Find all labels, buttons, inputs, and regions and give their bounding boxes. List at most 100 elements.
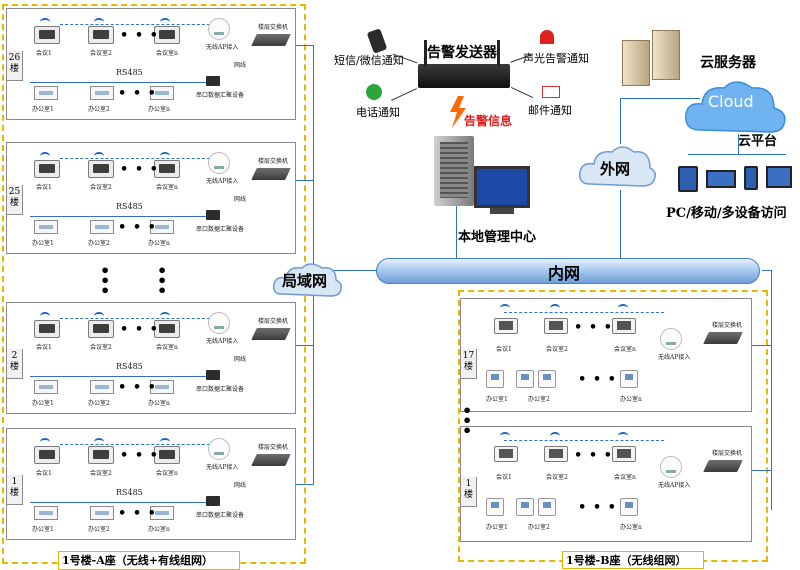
floor-switch-icon — [703, 460, 743, 472]
floor-switch-icon — [251, 328, 291, 340]
office-label: 办公室2 — [88, 106, 110, 113]
wireless-ap-icon — [208, 18, 230, 40]
meeting-room-label: 会议室2 — [90, 344, 112, 351]
link-pipe-to-b — [762, 270, 772, 271]
local-management-label: 本地管理中心 — [458, 230, 537, 245]
office-label: 办公室1 — [486, 524, 508, 531]
meeting-room-label: 会议室2 — [90, 184, 112, 191]
sound-light-label: 声光告警通知 — [523, 52, 589, 65]
more-floors-dots-b: ••• — [462, 401, 473, 440]
building-b-title-box — [562, 551, 704, 569]
net-cable-label: 网线 — [234, 356, 247, 363]
link-extranet-cloud — [620, 98, 621, 144]
office-label: 办公室2 — [88, 526, 110, 533]
floor-switch-label: 楼层交换机 — [258, 444, 289, 451]
thermostat-device — [34, 446, 60, 464]
cloud-platform-icon — [685, 81, 786, 133]
more-floors-dots-1: ••• — [100, 261, 111, 300]
wireless-ap-icon — [208, 312, 230, 334]
meeting-room-label: 会议室2 — [546, 474, 568, 481]
ap-label: 无线AP接入 — [658, 482, 691, 489]
wireless-link-line — [60, 24, 210, 25]
ellipsis-dots: • • • — [120, 448, 159, 463]
wifi-signal-icon — [160, 152, 170, 160]
floor-switch-label: 楼层交换机 — [258, 158, 289, 165]
rs485-bus-line — [30, 82, 210, 83]
floor-2-tab: 2 楼 — [7, 349, 23, 379]
thermostat-device — [154, 160, 180, 178]
thermostat-device — [154, 320, 180, 338]
extranet-cloud-icon — [578, 146, 657, 187]
cloud-server-label: 云服务器 — [700, 55, 756, 71]
wireless-link-line — [504, 312, 664, 313]
collector-label: 串口数据汇聚设备 — [196, 386, 245, 393]
wireless-ap-icon — [660, 456, 682, 478]
thermostat-device — [544, 446, 568, 462]
lan-cloud-icon — [272, 263, 343, 297]
wifi-signal-icon — [500, 432, 510, 440]
office-label: 办公室1 — [32, 106, 54, 113]
thermostat-device — [544, 318, 568, 334]
meeting-room-label: 会议1 — [496, 346, 512, 353]
meeting-room-label: 会议1 — [36, 50, 52, 57]
mobile-phone-icon — [366, 28, 388, 54]
floor-suffix: 楼 — [463, 362, 473, 372]
wifi-signal-icon — [94, 438, 104, 446]
lan-label: 局域网 — [282, 272, 328, 290]
phone-device-icon — [744, 166, 758, 190]
ellipsis-dots: • • • — [118, 380, 157, 395]
tablet-icon — [678, 166, 698, 192]
meeting-room-label: 会议室2 — [90, 470, 112, 477]
thermostat-device — [88, 320, 114, 338]
wifi-signal-icon — [40, 312, 50, 320]
extranet-label: 外网 — [600, 160, 631, 178]
floor-suffix: 楼 — [9, 488, 19, 498]
monitor-icon — [474, 166, 530, 208]
wireless-ap-icon — [660, 328, 682, 350]
net-cable-label: 网线 — [234, 482, 247, 489]
link-floor25 — [296, 180, 314, 181]
wireless-ap-icon — [208, 438, 230, 460]
floor-number: 2 — [11, 351, 18, 361]
wall-socket-device — [516, 370, 534, 388]
laptop-icon — [706, 170, 736, 188]
net-cable-label: 网线 — [234, 62, 247, 69]
link-floor26 — [296, 45, 314, 46]
wifi-signal-icon — [550, 432, 560, 440]
meeting-room-label: 会议1 — [36, 344, 52, 351]
floor-number: 25 — [8, 187, 21, 197]
monitor-stand — [490, 208, 514, 214]
wifi-signal-icon — [94, 312, 104, 320]
ellipsis-dots: • • • — [118, 220, 157, 235]
wall-socket-device — [486, 498, 504, 516]
floor-switch-label: 楼层交换机 — [712, 322, 743, 329]
cloud-server-icon-2 — [652, 30, 680, 80]
ap-label: 无线AP接入 — [206, 464, 239, 471]
cloud-platform-label: 云平台 — [738, 134, 778, 149]
floor-switch-icon — [251, 454, 291, 466]
office-label: 办公室n — [148, 240, 170, 247]
office-label: 办公室1 — [32, 240, 54, 247]
sms-wechat-label: 短信/微信通知 — [334, 54, 404, 67]
wifi-signal-icon — [40, 152, 50, 160]
wall-sensor-panel — [150, 220, 174, 234]
rs485-bus-line — [30, 216, 210, 217]
floor-26-tab: 26 楼 — [7, 51, 23, 81]
floor-b-1-panel: 1 楼 — [460, 426, 752, 542]
ellipsis-dots: • • • — [120, 322, 159, 337]
floor-number: 17 — [462, 351, 475, 361]
building-b-title: 1号楼-B座（无线组网） — [566, 554, 687, 567]
floor-switch-icon — [251, 34, 291, 46]
alarm-siren-icon — [540, 30, 554, 44]
office-label: 办公室1 — [32, 526, 54, 533]
link-floor1 — [296, 484, 314, 485]
arrow-phone — [391, 88, 417, 101]
more-floors-dots-2: ••• — [157, 261, 168, 300]
wireless-ap-icon — [208, 152, 230, 174]
thermostat-device — [88, 160, 114, 178]
thermostat-device — [154, 446, 180, 464]
office-label: 办公室2 — [88, 400, 110, 407]
link-floor2 — [296, 345, 314, 346]
office-label: 办公室n — [620, 396, 642, 403]
office-label: 办公室2 — [88, 240, 110, 247]
